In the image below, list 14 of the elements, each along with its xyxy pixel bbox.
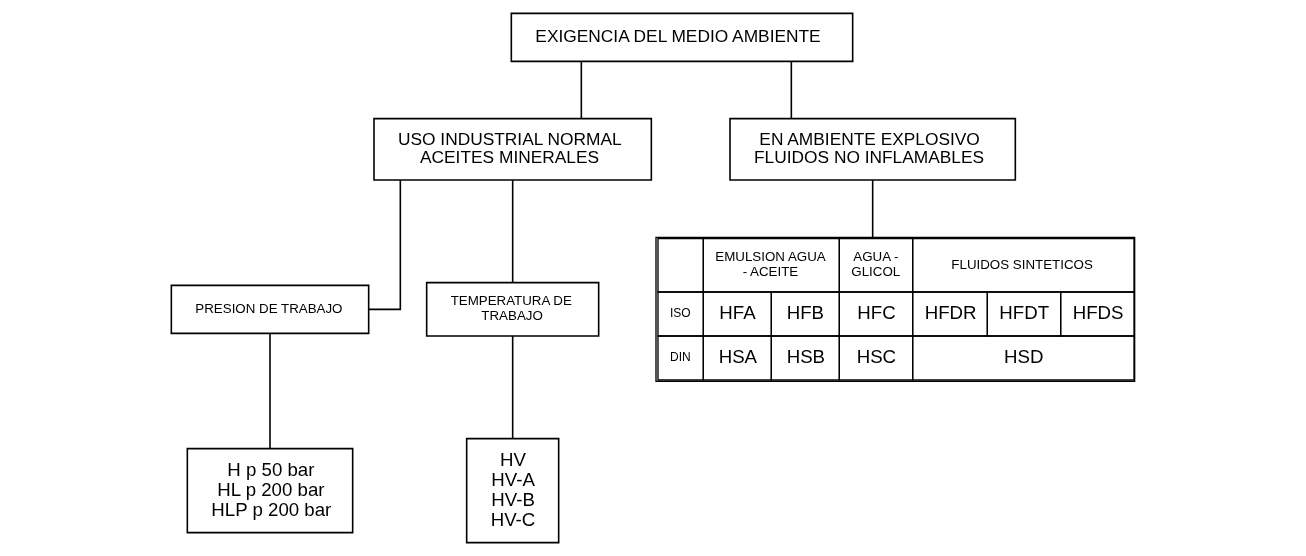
node-box: USO INDUSTRIAL NORMAL ACEITES MINERALES bbox=[373, 117, 653, 181]
connector bbox=[580, 60, 583, 120]
connector bbox=[511, 179, 514, 284]
node-box: EXIGENCIA DEL MEDIO AMBIENTE bbox=[510, 12, 854, 63]
connector bbox=[511, 335, 514, 440]
connector bbox=[269, 332, 271, 450]
node-box: EN AMBIENTE EXPLOSIVO FLUIDOS NO INFLAMABLES bbox=[729, 117, 1017, 181]
node-box: H p 50 bar HL p 200 bar HLP p 200 bar bbox=[186, 447, 354, 534]
node-box: PRESION DE TRABAJO bbox=[170, 284, 370, 335]
node-box: TEMPERATURA DE TRABAJO bbox=[425, 281, 600, 337]
node-box: HV HV-A HV-B HV-C bbox=[465, 437, 560, 544]
connector bbox=[790, 60, 793, 120]
connector bbox=[871, 179, 874, 238]
connector bbox=[368, 179, 402, 311]
